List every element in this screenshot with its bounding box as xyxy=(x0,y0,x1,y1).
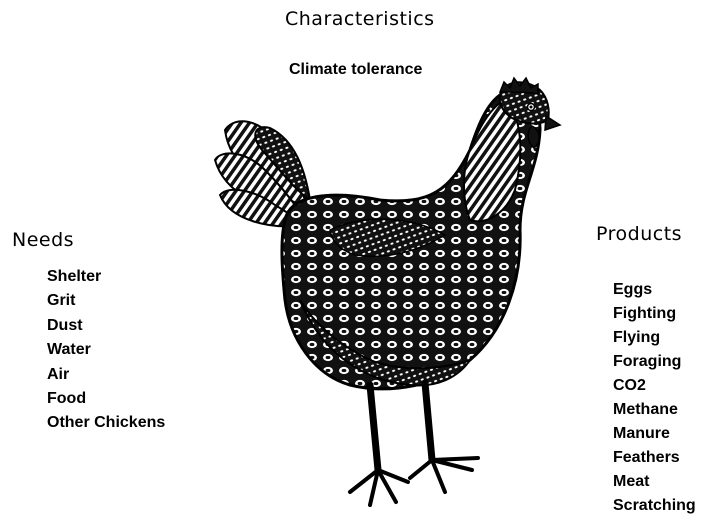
products-item: Scratching xyxy=(613,494,696,518)
products-item: Methane xyxy=(613,398,696,422)
products-item: Fighting xyxy=(613,302,696,326)
products-item: Manure xyxy=(613,422,696,446)
needs-item: Other Chickens xyxy=(47,411,165,435)
needs-list: Shelter Grit Dust Water Air Food Other C… xyxy=(47,265,165,436)
products-item: Eggs xyxy=(613,278,696,302)
products-item: Foraging xyxy=(613,350,696,374)
feet xyxy=(350,458,478,505)
needs-item: Food xyxy=(47,387,165,411)
diagram-title: Characteristics xyxy=(285,8,435,30)
chicken-illustration xyxy=(200,75,570,525)
needs-item: Water xyxy=(47,338,165,362)
needs-item: Air xyxy=(47,363,165,387)
products-item: Meat xyxy=(613,470,696,494)
products-item: Feathers xyxy=(613,446,696,470)
products-list: Eggs Fighting Flying Foraging CO2 Methan… xyxy=(613,278,696,518)
needs-item: Grit xyxy=(47,289,165,313)
legs xyxy=(370,383,432,470)
needs-heading: Needs xyxy=(12,229,74,251)
products-item: CO2 xyxy=(613,374,696,398)
products-heading: Products xyxy=(596,223,682,245)
needs-item: Dust xyxy=(47,314,165,338)
products-item: Flying xyxy=(613,326,696,350)
needs-item: Shelter xyxy=(47,265,165,289)
